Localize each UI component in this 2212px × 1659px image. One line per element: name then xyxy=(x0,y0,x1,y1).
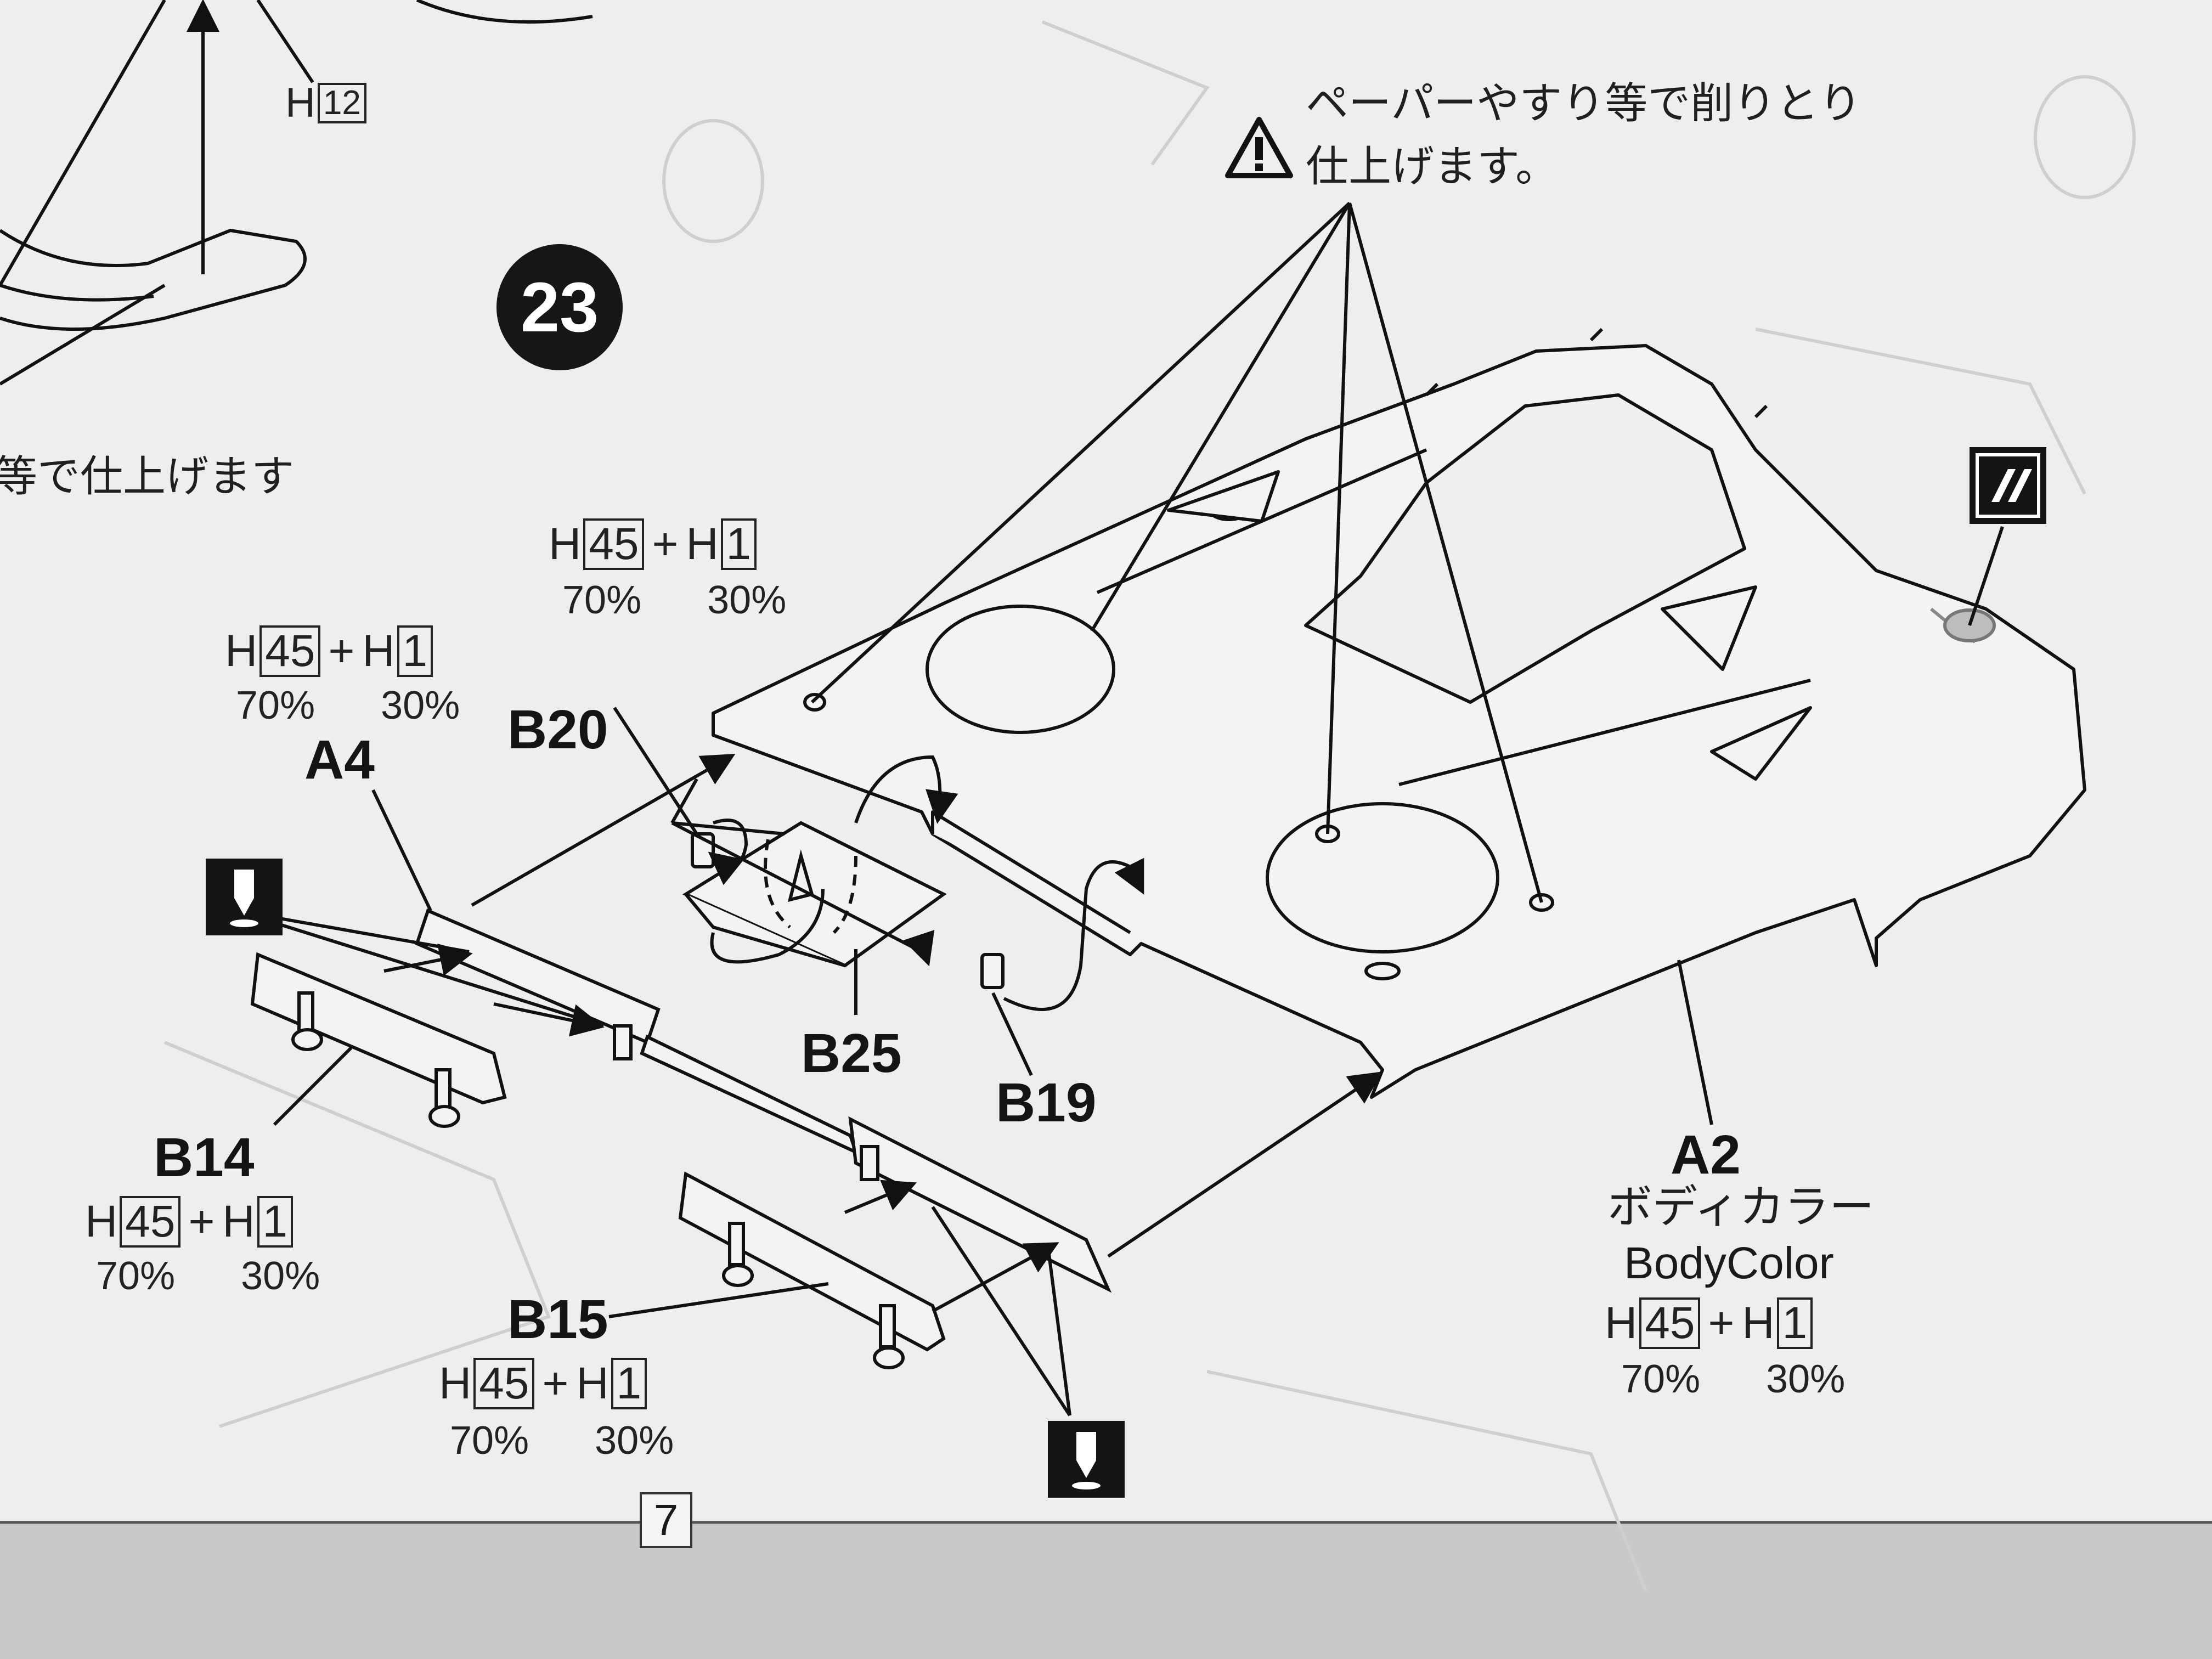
page-number: 7 xyxy=(640,1492,692,1548)
color-code-box: 45 xyxy=(1639,1297,1701,1349)
body-color-english: BodyColor xyxy=(1624,1238,1834,1288)
color-code-box: 45 xyxy=(473,1358,535,1409)
part-label-a2: A2 xyxy=(1671,1124,1741,1186)
plus-sign: + xyxy=(652,519,679,569)
color-prefix: H xyxy=(576,1358,609,1408)
drill-hole-icon xyxy=(206,859,283,935)
color-prefix: H xyxy=(1605,1298,1638,1348)
mount-blocks xyxy=(691,832,1005,989)
color-code-box: 1 xyxy=(397,625,433,677)
plus-sign: + xyxy=(188,1197,215,1246)
part-label-b20: B20 xyxy=(507,699,608,760)
color-prefix: H xyxy=(1742,1298,1775,1348)
mix-ratio-b14: 70%30% xyxy=(96,1254,320,1298)
color-code-box: 1 xyxy=(257,1196,294,1248)
color-prefix: H xyxy=(225,626,258,676)
color-code-box: 45 xyxy=(120,1196,181,1248)
warning-text-line1: ペーパーやすり等で削りとり xyxy=(1306,79,1862,128)
part-label-b14: B14 xyxy=(154,1127,255,1188)
warning-text-line2: 仕上げます。 xyxy=(1306,142,1559,191)
color-code-box: 45 xyxy=(583,518,645,570)
part-label-a4: A4 xyxy=(304,729,375,791)
color-code-box: 12 xyxy=(317,83,366,123)
stays-b14-b15 xyxy=(250,952,946,1369)
plus-sign: + xyxy=(542,1358,569,1408)
part-label-b19: B19 xyxy=(996,1072,1097,1133)
mix-ratio-b25: 70%30% xyxy=(562,578,787,622)
mix-ratio-a2: 70%30% xyxy=(1621,1357,1846,1401)
decal-icon xyxy=(1970,447,2046,524)
previous-step-part xyxy=(0,0,593,386)
color-prefix: H xyxy=(222,1197,255,1246)
color-code-box: 45 xyxy=(259,625,321,677)
assembly-lines xyxy=(235,201,2004,1417)
body-color-japanese: ボディカラー xyxy=(1607,1181,1875,1233)
color-code-box: 1 xyxy=(1776,1297,1813,1349)
color-prefix: H xyxy=(549,519,582,569)
part-label-b25: B25 xyxy=(801,1023,902,1084)
plus-sign: + xyxy=(328,626,355,676)
color-prefix: H xyxy=(362,626,395,676)
body-shell-a2 xyxy=(712,328,2086,1099)
color-code-box: 1 xyxy=(720,518,757,570)
step-number-badge: 23 xyxy=(496,244,623,370)
color-prefix: H xyxy=(439,1358,472,1408)
color-prefix: H xyxy=(85,1197,118,1246)
drill-hole-icon xyxy=(1048,1421,1125,1498)
left-cut-note: 等で仕上げます xyxy=(0,452,295,501)
warning-triangle-icon xyxy=(1225,117,1293,178)
mix-ratio-b15: 70%30% xyxy=(450,1419,674,1463)
mix-ratio-a4: 70%30% xyxy=(236,684,460,727)
part-label-b15: B15 xyxy=(507,1289,608,1350)
color-prefix: H xyxy=(686,519,719,569)
color-code-box: 1 xyxy=(611,1358,647,1409)
color-prefix: H xyxy=(285,80,315,126)
plus-sign: + xyxy=(1708,1298,1735,1348)
